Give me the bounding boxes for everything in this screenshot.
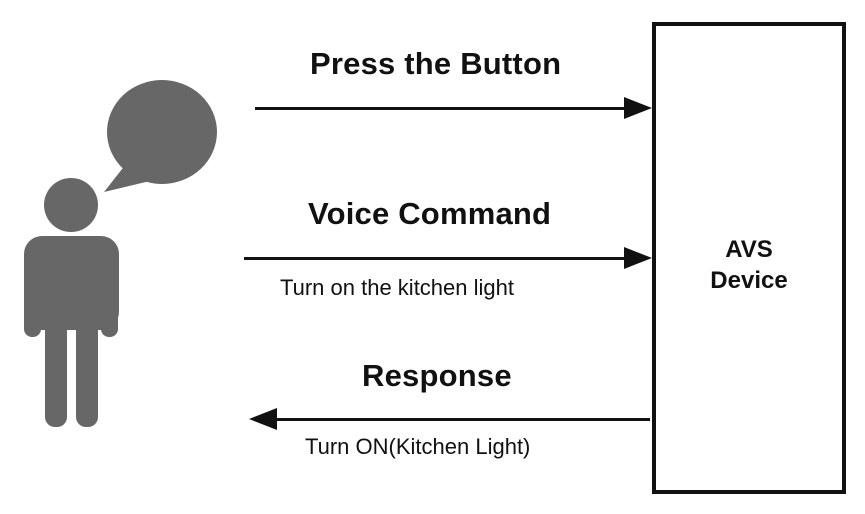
person-icon	[24, 178, 119, 427]
press-button-arrowhead	[624, 97, 652, 119]
voice-command-arrowhead	[624, 247, 652, 269]
response-arrowhead	[249, 408, 277, 430]
response-label: Response	[362, 358, 512, 393]
response-arrow-line	[276, 418, 650, 421]
device-label-line-1: AVS	[725, 236, 773, 263]
device-label-line-2: Device	[710, 267, 788, 294]
voice-command-text: Turn on the kitchen light	[280, 275, 514, 300]
voice-command-label: Voice Command	[308, 196, 552, 231]
press-button-arrow-line	[255, 107, 625, 110]
voice-command-arrow-line	[244, 257, 625, 260]
response-text: Turn ON(Kitchen Light)	[305, 434, 531, 459]
press-button-label: Press the Button	[310, 46, 562, 81]
avs-device-box: AVS Device	[652, 22, 846, 494]
speech-bubble-icon	[104, 80, 217, 192]
